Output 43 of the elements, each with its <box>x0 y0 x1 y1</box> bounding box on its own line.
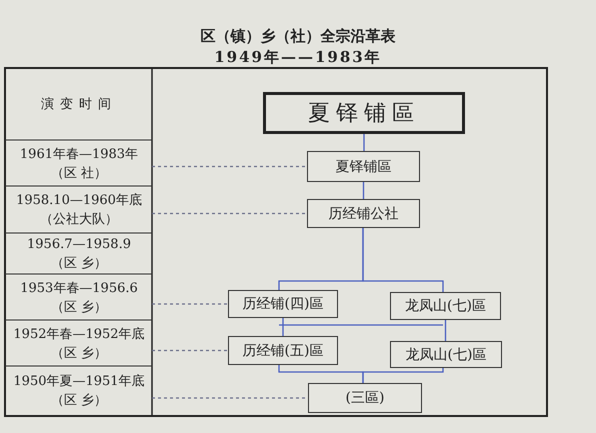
table-title: 区（镇）乡（社）全宗沿革表 <box>200 27 396 46</box>
dotted-leader-line <box>152 212 307 214</box>
title-unit-box <box>263 92 465 134</box>
unit-box <box>308 383 422 413</box>
unit-box <box>228 290 338 318</box>
dotted-leader-line <box>152 303 228 305</box>
connector-line <box>362 182 364 199</box>
cell-text: （区 乡） <box>50 255 108 273</box>
unit-name: 龙凤山(七)區 <box>406 346 486 364</box>
cell-text: 1953年春—1956.6 <box>20 280 138 298</box>
unit-name: 夏铎铺區 <box>336 158 392 176</box>
cell-text: （区 乡） <box>50 392 108 410</box>
cell-text: （区 社） <box>50 164 108 182</box>
connector-line <box>282 318 284 336</box>
unit-name: 龙凤山(七)區 <box>405 297 486 315</box>
unit-name: 历经铺(五)區 <box>242 342 324 360</box>
cell-text: 1950年夏—1951年底 <box>13 373 145 391</box>
unit-box <box>228 336 338 365</box>
cell-text: （公社大队） <box>40 211 118 229</box>
cell-text: （区 乡） <box>50 298 108 316</box>
connector-line <box>363 134 365 151</box>
cell-text: 1952年春—1952年底 <box>13 326 145 344</box>
unit-name: 历经铺公社 <box>328 204 398 222</box>
cell-text: 演变时间 <box>41 96 117 114</box>
unit-box <box>390 292 501 320</box>
connector-line <box>362 228 444 292</box>
connector-line <box>279 324 443 326</box>
cell-text: 1956.7—1958.9 <box>27 236 131 254</box>
cell-text: 1961年春—1983年 <box>20 146 138 164</box>
unit-box <box>307 151 420 182</box>
connector-line <box>362 368 444 383</box>
unit-box <box>307 199 420 228</box>
unit-name: (三區) <box>346 389 384 407</box>
unit-box <box>390 341 502 368</box>
unit-name: 夏铎铺區 <box>308 100 420 128</box>
dotted-leader-line <box>152 350 228 352</box>
cell-text: 1958.10—1960年底 <box>16 192 142 210</box>
date-range-subtitle: 1949年——1983年 <box>213 48 383 67</box>
cell-text: （区 乡） <box>50 344 108 362</box>
connector-line <box>444 320 446 341</box>
dotted-leader-line <box>152 397 308 399</box>
dotted-leader-line <box>152 166 307 168</box>
unit-name: 历经铺(四)區 <box>242 295 324 313</box>
